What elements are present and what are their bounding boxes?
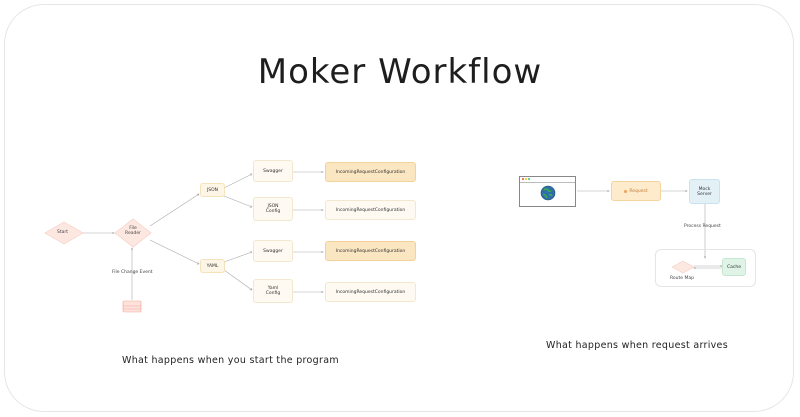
file-change-event-label: File Change Event [112, 270, 153, 275]
yaml-node: YAML [200, 259, 225, 273]
json-config-node: JSON Config [253, 197, 293, 221]
diagram-title: Moker Workflow [257, 52, 543, 92]
process-request-group [655, 249, 756, 287]
browser-titlebar [520, 177, 575, 183]
file-stack-icon [122, 300, 142, 313]
json-node: JSON [200, 183, 225, 197]
start-node [44, 221, 84, 245]
incoming-config-1: IncomingRequestConfiguration [325, 162, 416, 182]
incoming-config-2: IncomingRequestConfiguration [325, 200, 416, 220]
route-map-node [671, 260, 695, 274]
request-node: Request [611, 181, 661, 201]
cache-node: Cache [722, 258, 746, 276]
request-dot-icon [624, 189, 628, 193]
file-reader-label: File Reader [125, 226, 141, 236]
incoming-config-4: IncomingRequestConfiguration [325, 282, 416, 302]
process-request-label: Process Request [684, 224, 721, 229]
caption-start-program: What happens when you start the program [122, 355, 339, 366]
incoming-config-3: IncomingRequestConfiguration [325, 241, 416, 261]
swagger-node-2: Swagger [253, 240, 293, 262]
file-reader-node [114, 218, 152, 248]
globe-icon [540, 185, 556, 201]
yaml-config-node: Yaml Config [253, 279, 293, 303]
caption-request-arrives: What happens when request arrives [546, 340, 728, 351]
swagger-node-1: Swagger [253, 160, 293, 182]
browser-window [519, 176, 576, 207]
route-map-label: Route Map [670, 276, 694, 281]
start-label: Start [57, 230, 68, 235]
mock-server-node: Mock Server [689, 179, 720, 204]
request-label: Request [629, 188, 648, 194]
